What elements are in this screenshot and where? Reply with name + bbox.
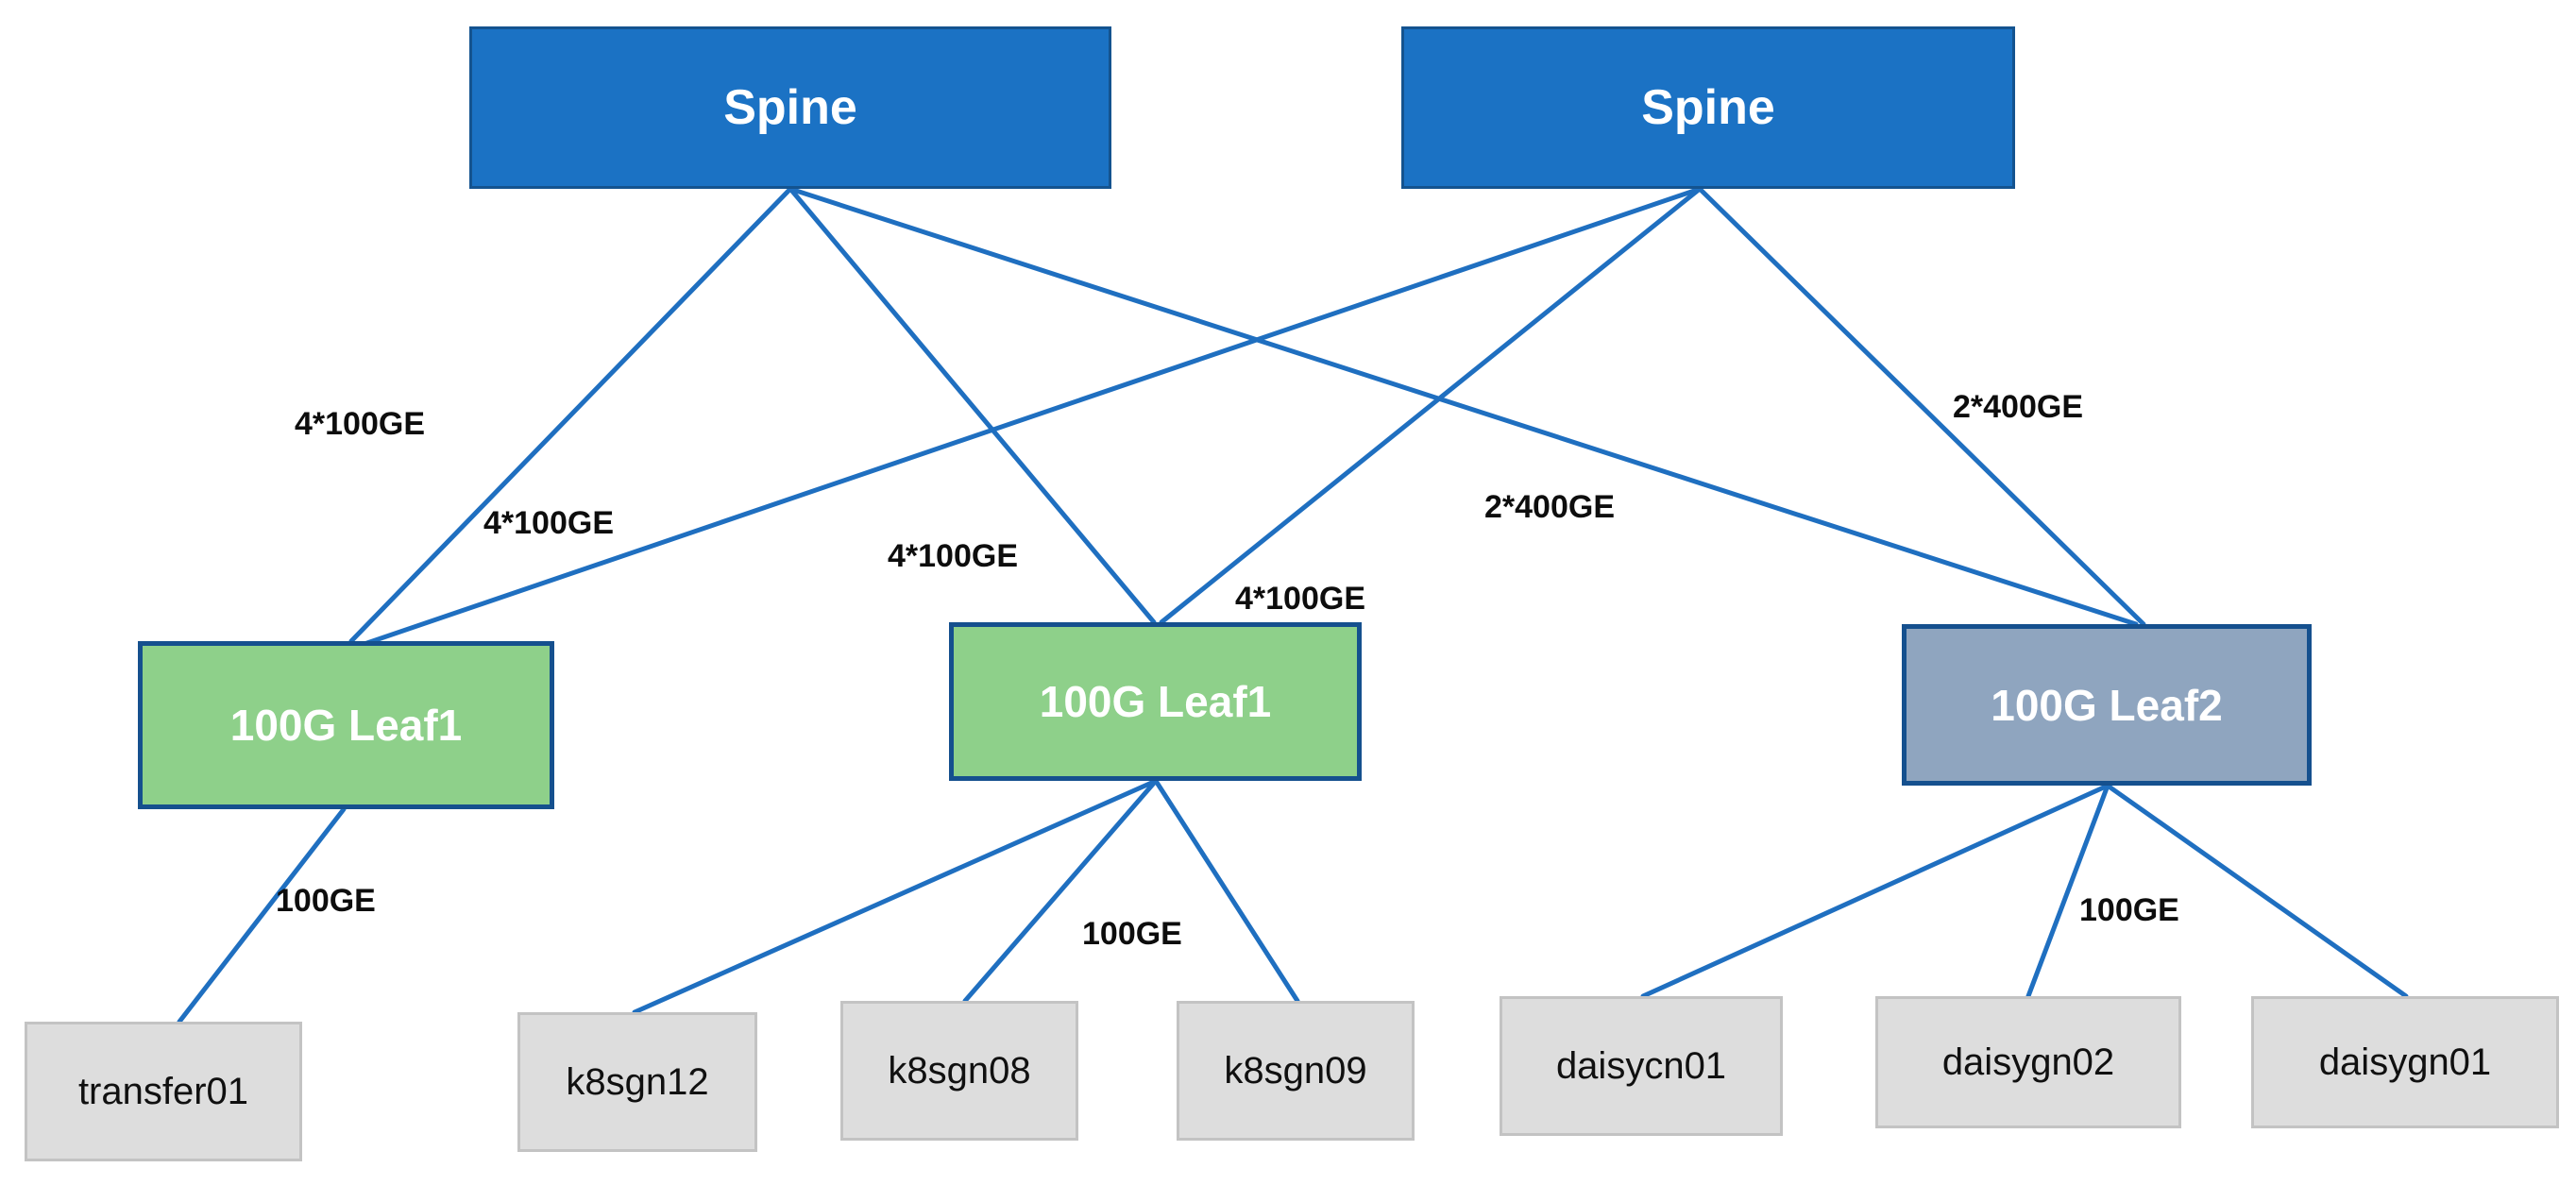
leaf-node-leaf_b[interactable]: 100G Leaf1 [949,622,1362,781]
topology-link [1640,783,2110,999]
topology-link [177,806,347,1024]
topology-link [2105,783,2409,999]
topology-link [788,186,1157,625]
server-node-transfer01[interactable]: transfer01 [25,1022,302,1161]
server-node-k8sgn12-label: k8sgn12 [566,1060,709,1103]
topology-link [962,778,1159,1004]
spine-node-spine2-label: Spine [1641,80,1775,135]
topology-link [356,186,1703,649]
leaf-node-leaf_c-label: 100G Leaf2 [1991,680,2223,730]
label-4x100ge-2: 4*100GE [483,505,614,541]
leaf-node-leaf_a-label: 100G Leaf1 [229,701,463,750]
server-node-daisygn01[interactable]: daisygn01 [2251,996,2559,1128]
label-2x400ge-1: 2*400GE [1953,389,2083,425]
server-node-transfer01-label: transfer01 [77,1070,249,1112]
server-node-k8sgn12[interactable]: k8sgn12 [517,1012,757,1152]
topology-link [1159,186,1703,625]
topology-link [632,778,1159,1015]
spine-node-spine1-label: Spine [723,80,857,135]
server-node-k8sgn09-label: k8sgn09 [1224,1049,1367,1092]
label-4x100ge-3: 4*100GE [888,538,1018,574]
spine-node-spine2[interactable]: Spine [1401,26,2015,189]
topology-link [1697,186,2146,627]
server-node-daisycn01-label: daisycn01 [1555,1044,1727,1087]
topology-link [788,186,2139,627]
server-node-k8sgn08[interactable]: k8sgn08 [840,1001,1078,1141]
leaf-node-leaf_a[interactable]: 100G Leaf1 [138,641,554,809]
topology-link [2025,783,2110,999]
server-node-daisycn01[interactable]: daisycn01 [1500,996,1783,1136]
server-node-daisygn02-label: daisygn02 [1941,1041,2115,1083]
leaf-node-leaf_b-label: 100G Leaf1 [1039,677,1272,726]
server-node-k8sgn08-label: k8sgn08 [888,1049,1031,1092]
server-node-daisygn02[interactable]: daisygn02 [1875,996,2181,1128]
label-100ge-1: 100GE [276,883,376,919]
leaf-node-leaf_c[interactable]: 100G Leaf2 [1902,624,2312,786]
label-2x400ge-2: 2*400GE [1484,489,1615,525]
label-4x100ge-1: 4*100GE [295,406,425,442]
label-4x100ge-4: 4*100GE [1235,581,1365,617]
server-node-k8sgn09[interactable]: k8sgn09 [1177,1001,1415,1141]
spine-node-spine1[interactable]: Spine [469,26,1111,189]
topology-link [348,186,793,644]
server-node-daisygn01-label: daisygn01 [2318,1041,2492,1083]
topology-link [1153,778,1300,1004]
label-100ge-2: 100GE [1082,916,1182,952]
label-100ge-3: 100GE [2079,892,2179,928]
